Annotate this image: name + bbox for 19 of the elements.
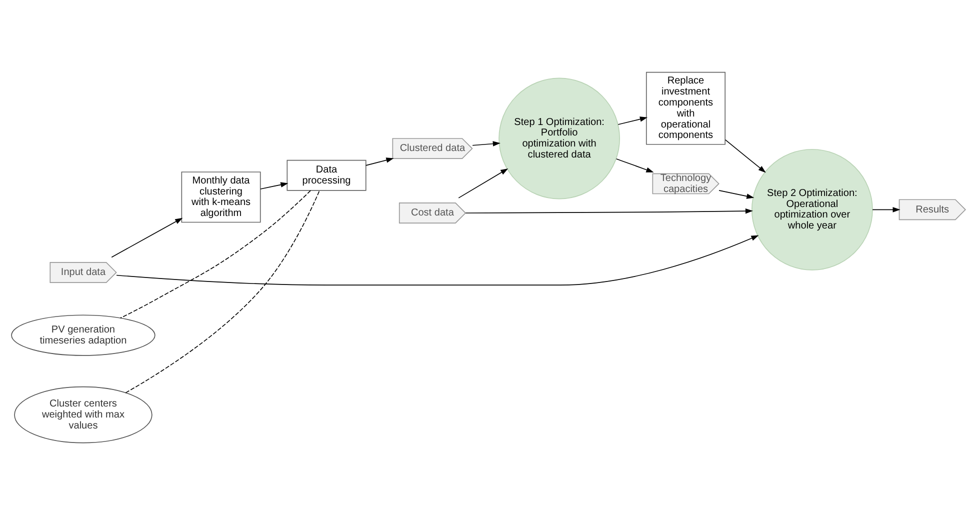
- node-ellipse: Cluster centers weighted with max values: [14, 386, 152, 444]
- arrow: [616, 158, 654, 172]
- connector: [120, 190, 311, 318]
- arrow: [365, 158, 394, 166]
- arrow: [872, 207, 900, 212]
- arrow: [724, 139, 766, 173]
- node-box: Data processing: [286, 160, 366, 191]
- node-box: Monthly data clustering with k-means algorithm: [181, 172, 261, 223]
- node-box: Replace investment components with operational components: [646, 72, 726, 145]
- arrow: [472, 141, 500, 146]
- connector: [125, 190, 320, 394]
- arrow: [618, 116, 648, 125]
- arrow: [111, 218, 183, 258]
- arrow: [465, 208, 753, 214]
- arrow: [718, 190, 754, 199]
- arrow: [260, 182, 288, 190]
- arrow: [458, 168, 508, 198]
- arrow: [116, 235, 759, 286]
- node-ellipse: PV generation timeseries adaption: [11, 314, 156, 356]
